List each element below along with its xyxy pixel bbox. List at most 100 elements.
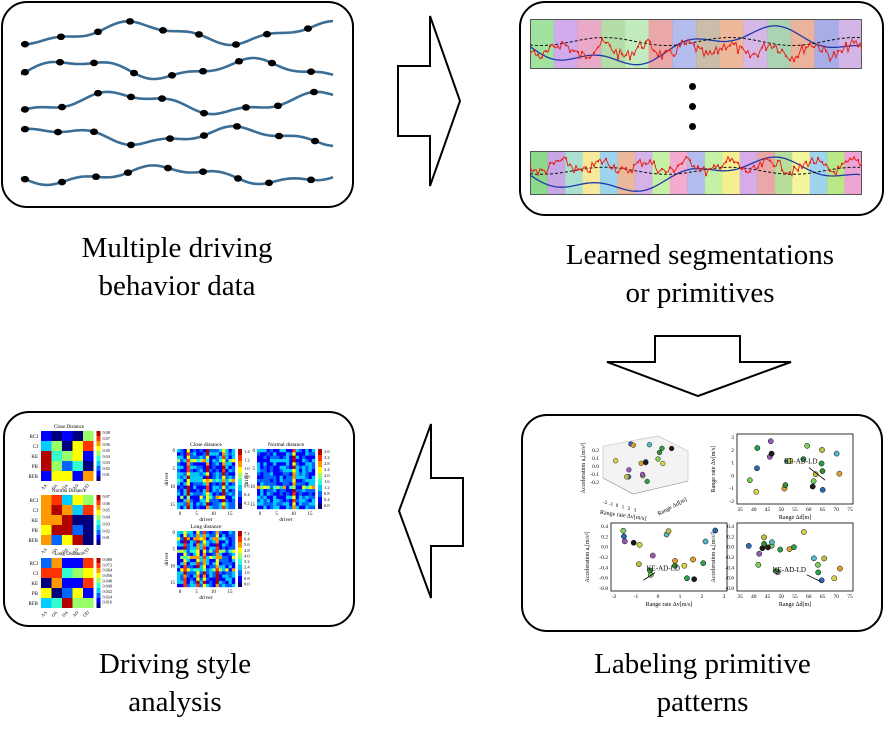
heatmap-cell [206, 534, 210, 538]
matrix-cell [72, 535, 83, 545]
heatmap-cell [228, 502, 232, 506]
sample-point [54, 128, 62, 136]
heatmap-cell [186, 540, 191, 544]
heatmap-cell [209, 546, 213, 550]
colorbar-label: 4.8 [244, 548, 250, 553]
y-tick-label: 10 [170, 485, 176, 490]
x-tick-label: 0 [616, 504, 619, 509]
heatmap-cell [231, 459, 236, 463]
heatmap-cell [186, 492, 191, 496]
y-tick-label: 1 [731, 461, 734, 467]
labeled-point [787, 458, 793, 464]
heatmap-cell [193, 568, 197, 572]
heatmap-cell [183, 459, 187, 463]
heatmap-cell [282, 455, 287, 460]
heatmap-cell [222, 537, 226, 541]
segment-block [687, 151, 706, 195]
labeled-point [782, 482, 789, 489]
heatmap-cell [186, 552, 191, 557]
heatmap-cell [180, 580, 184, 585]
heatmap-cell [209, 475, 213, 480]
heatmap-cell [289, 475, 293, 480]
heatmap-cell [212, 583, 216, 588]
sample-point [58, 103, 66, 111]
heatmap-cell [269, 505, 274, 510]
heatmap-cell [231, 568, 236, 572]
colorbar-segment [96, 578, 101, 583]
heatmap-cell [196, 505, 200, 510]
heatmap-cell [202, 499, 207, 503]
labeled-point [613, 458, 619, 464]
heatmap-cell [186, 449, 191, 453]
colorbar-segment [238, 575, 242, 582]
x-tick-label: 45 [765, 507, 771, 513]
heatmap-cell [231, 559, 236, 563]
labeled-point [647, 567, 653, 574]
heatmap-cell [228, 574, 232, 578]
matrix-cell [51, 588, 62, 598]
heatmap-cell [202, 555, 207, 560]
heatmap-cell [193, 482, 197, 486]
heatmap-cell [199, 449, 203, 453]
colorbar-segment [96, 603, 101, 608]
heatmap-cell [193, 465, 197, 470]
colorbar-label: 7.2 [244, 531, 250, 536]
heatmap-cell [311, 495, 316, 500]
heatmap-cell [180, 543, 184, 547]
heatmap-cell [308, 462, 312, 466]
colorbar-segment [96, 588, 101, 593]
colorbar-segment [318, 503, 322, 509]
sample-point [56, 58, 64, 66]
heatmap-cell [215, 534, 220, 538]
colorbar-label: 0.0 [244, 581, 250, 586]
matrix-cell [83, 598, 94, 608]
segment-block [704, 151, 723, 195]
colorbar-label: 0.02 [103, 466, 110, 471]
heatmap-cell [218, 465, 223, 470]
matrix-title: Close Distance [54, 425, 85, 430]
heatmap-cell [206, 499, 210, 503]
heatmap-cell [215, 492, 220, 496]
labeled-point [684, 575, 690, 582]
heatmap-cell [298, 459, 303, 463]
heatmap-cell [231, 475, 236, 480]
heatmap-cell [193, 571, 197, 575]
heatmap-cell [218, 505, 223, 510]
heatmap-cell [222, 580, 226, 585]
heatmap-cell [202, 482, 207, 486]
colorbar-segment [96, 500, 101, 505]
labeled-point [746, 477, 753, 484]
labeled-point [660, 460, 666, 467]
heatmap-cell [231, 549, 236, 553]
matrix-cell [62, 515, 73, 525]
heatmap-cell [183, 489, 187, 493]
heatmap-cell [269, 492, 274, 496]
heatmap-cell [225, 502, 229, 506]
heatmap-cell [196, 492, 200, 496]
heatmap-cell [305, 455, 309, 460]
sample-point [21, 106, 29, 113]
heatmap-cell [212, 505, 216, 510]
heatmap-cell [228, 546, 232, 550]
heatmap-cell [222, 475, 226, 480]
colorbar-segment [238, 536, 242, 543]
heatmap-cell [228, 452, 232, 456]
heatmap-cell [218, 571, 223, 575]
heatmap-cell [206, 559, 210, 563]
heatmap-cell [222, 455, 226, 460]
heatmap-cell [189, 469, 194, 473]
heatmap-cell [225, 571, 229, 575]
x-tick-label: 1 [622, 506, 625, 511]
heatmap-cell [305, 469, 309, 473]
sample-point [235, 57, 243, 65]
heatmap-cell [199, 540, 203, 544]
heatmap-cell [228, 552, 232, 557]
labeled-point [777, 546, 784, 553]
heatmap-cell [282, 495, 287, 500]
heatmap-cell [202, 546, 207, 550]
heatmap-cell [222, 574, 226, 578]
heatmap-cell [257, 482, 261, 486]
heatmap-cell [193, 540, 197, 544]
